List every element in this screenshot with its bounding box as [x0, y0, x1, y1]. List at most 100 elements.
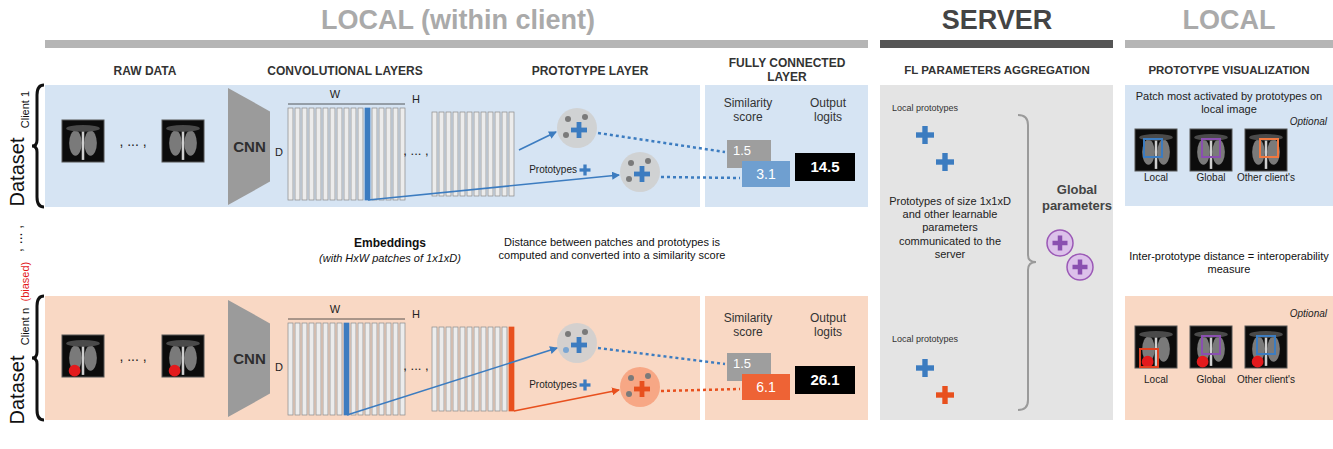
bias-dot: [69, 365, 81, 377]
dimension-line: [288, 319, 405, 320]
legend-plus: [580, 380, 591, 391]
patch-arrow: [347, 348, 557, 415]
local-prototype: [916, 126, 934, 144]
server-panel: [880, 85, 1113, 420]
feature-map: [488, 112, 493, 196]
lung: [84, 346, 97, 371]
node-text: Patch most activated by prototypes on lo…: [1133, 90, 1325, 116]
feature-map: [379, 108, 384, 200]
node-text: Global parameters: [1032, 182, 1122, 213]
label: Output logits: [801, 311, 855, 340]
global-prototype-plus: [1073, 260, 1088, 275]
xray-frame: [162, 335, 204, 377]
lung: [1212, 337, 1225, 362]
lung: [1252, 140, 1265, 165]
label: , ... ,: [401, 358, 431, 374]
patch-dot: [582, 114, 588, 120]
xray-image: [1190, 326, 1232, 368]
global-prototype: [1047, 230, 1073, 256]
similarity-link: [661, 389, 740, 391]
xray-image: [1190, 129, 1232, 171]
feature-map: [358, 323, 363, 415]
curly-bracket: [1018, 115, 1036, 410]
label: Embeddings: [290, 236, 490, 250]
lung: [169, 131, 182, 156]
plus-bar: [577, 122, 582, 138]
feature-map: [439, 327, 444, 411]
feature-map: [295, 323, 300, 415]
feature-map: [502, 112, 507, 196]
label: PROTOTYPE LAYER: [510, 64, 670, 78]
lung: [1157, 140, 1170, 165]
feature-map: [481, 327, 486, 411]
feature-map: [502, 327, 507, 411]
plus-bar: [942, 153, 947, 171]
label: Distance between patches and prototypes …: [492, 236, 732, 262]
feature-map: [453, 112, 458, 196]
feature-map: [330, 323, 335, 415]
lung: [1157, 337, 1170, 362]
node-text: Other client's: [1230, 374, 1302, 386]
lung: [84, 131, 97, 156]
label: LOCAL (within client): [228, 4, 688, 36]
visualization-panel: [1125, 85, 1333, 206]
feature-map: [460, 112, 465, 196]
xray-frame: [162, 120, 204, 162]
global-parameters: Global parameters: [1032, 178, 1122, 218]
feature-map: [474, 327, 479, 411]
label: PROTOTYPE VISUALIZATION: [1127, 64, 1332, 78]
node-text: 3.1: [756, 166, 775, 183]
xray-image: [62, 120, 104, 162]
feature-map: [358, 108, 363, 200]
label: Prototypes: [519, 164, 577, 176]
feature-map: [316, 323, 321, 415]
activated-patch: [1202, 139, 1220, 157]
feature-map: [323, 108, 328, 200]
node-text: 6.1: [756, 379, 775, 396]
similarity-box: 3.1: [742, 161, 790, 187]
label: , ... ,: [401, 143, 431, 159]
feature-map: [432, 112, 437, 196]
feature-map: [439, 112, 444, 196]
xray-image: [162, 120, 204, 162]
prototype-plus: [571, 337, 587, 353]
patch-dot: [565, 331, 571, 337]
curly-bracket: [32, 296, 44, 420]
feature-map: [372, 108, 377, 200]
xray-image: [62, 335, 104, 377]
node-text: Local prototypes: [892, 103, 1012, 114]
feature-map: [302, 323, 307, 415]
label: H: [406, 308, 426, 321]
plus-bar: [583, 380, 586, 391]
feature-map: [288, 108, 293, 200]
prototype-cluster: [620, 367, 660, 407]
curly-bracket: [32, 85, 44, 207]
shoulder: [166, 340, 200, 347]
patch-dot: [582, 329, 588, 335]
plus-bar: [1078, 260, 1083, 275]
label: (biased): [19, 262, 32, 302]
patch-dot: [628, 160, 634, 166]
label: LOCAL: [1129, 4, 1329, 36]
node-text: Local prototypes: [892, 334, 1012, 345]
patch-dot: [645, 158, 651, 164]
plus-bar: [577, 337, 582, 353]
patch-dot: [565, 116, 571, 122]
prototype-plus: [634, 166, 650, 182]
bias-dot: [1142, 356, 1154, 368]
node-text: 14.5: [810, 158, 839, 176]
plus-bar: [640, 381, 645, 397]
feature-map: [351, 108, 356, 200]
bias-dot: [1197, 356, 1209, 368]
bias-dot: [1252, 356, 1264, 368]
patch-arrow: [514, 390, 619, 411]
plus-bar: [922, 126, 927, 144]
node-text: CNN: [233, 138, 266, 156]
node-text: Global: [1189, 172, 1233, 184]
patch-arrow: [519, 132, 556, 150]
activated-patch: [1257, 336, 1275, 354]
lung: [184, 131, 197, 156]
label: RAW DATA: [70, 64, 220, 78]
section-bar: [880, 40, 1113, 48]
xray-frame: [1245, 129, 1287, 171]
